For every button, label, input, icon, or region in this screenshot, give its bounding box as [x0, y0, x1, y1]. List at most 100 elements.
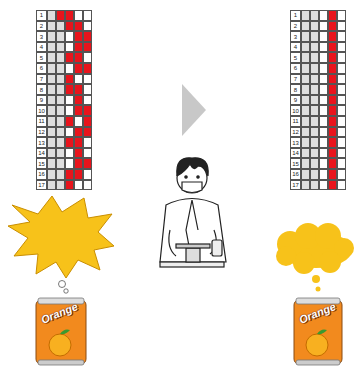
table-cell: [83, 169, 92, 180]
table-cell: [56, 148, 65, 159]
table-cell: [319, 180, 328, 191]
table-cell: [337, 105, 346, 116]
table-cell: [74, 148, 83, 159]
row-number: 5: [290, 55, 301, 61]
table-cell: [83, 31, 92, 42]
table-cell: [47, 21, 56, 32]
row-number: 16: [290, 171, 301, 177]
table-cell: [301, 31, 310, 42]
table-cell: [301, 42, 310, 53]
table-cell: [319, 10, 328, 21]
table-cell: [319, 52, 328, 63]
scientist: [160, 158, 226, 267]
table-cell: [47, 42, 56, 53]
table-cell: [310, 74, 319, 85]
table-cell: [301, 127, 310, 138]
table-cell: [328, 31, 337, 42]
table-cell: [56, 52, 65, 63]
row-number: 13: [36, 140, 47, 146]
table-cell: [319, 21, 328, 32]
table-cell: [74, 10, 83, 21]
table-cell: [328, 148, 337, 159]
table-cell: [319, 84, 328, 95]
table-cell: [337, 169, 346, 180]
table-cell: [56, 42, 65, 53]
table-cell: [328, 169, 337, 180]
sharp-taste-burst: [8, 196, 114, 293]
table-cell: [65, 158, 74, 169]
table-cell: [65, 116, 74, 127]
table-cell: [47, 63, 56, 74]
table-cell: [56, 31, 65, 42]
table-cell: [310, 63, 319, 74]
table-cell: [328, 52, 337, 63]
table-cell: [310, 21, 319, 32]
table-cell: [74, 52, 83, 63]
table-cell: [337, 116, 346, 127]
table-cell: [337, 158, 346, 169]
table-cell: [328, 116, 337, 127]
table-cell: [83, 158, 92, 169]
table-cell: [337, 10, 346, 21]
table-cell: [47, 105, 56, 116]
table-cell: [328, 158, 337, 169]
table-cell: [301, 148, 310, 159]
table-cell: [337, 127, 346, 138]
table-cell: [65, 31, 74, 42]
row-number: 16: [36, 171, 47, 177]
table-cell: [74, 116, 83, 127]
table-cell: [65, 95, 74, 106]
table-cell: [74, 95, 83, 106]
table-cell: [83, 74, 92, 85]
row-number: 7: [290, 76, 301, 82]
table-cell: [337, 180, 346, 191]
row-number: 10: [290, 108, 301, 114]
row-number: 15: [290, 161, 301, 167]
table-cell: [47, 137, 56, 148]
table-cell: [56, 180, 65, 191]
table-cell: [328, 95, 337, 106]
table-cell: [83, 52, 92, 63]
table-cell: [65, 74, 74, 85]
table-cell: [65, 180, 74, 191]
table-cell: [74, 42, 83, 53]
table-cell: [301, 74, 310, 85]
row-number: 17: [290, 182, 301, 188]
table-cell: [319, 42, 328, 53]
table-cell: [65, 127, 74, 138]
row-number: 10: [36, 108, 47, 114]
table-cell: [83, 10, 92, 21]
table-cell: [328, 63, 337, 74]
table-cell: [56, 169, 65, 180]
table-cell: [47, 180, 56, 191]
row-number: 8: [290, 87, 301, 93]
table-cell: [328, 127, 337, 138]
table-cell: [328, 42, 337, 53]
table-cell: [47, 169, 56, 180]
row-number: 9: [36, 97, 47, 103]
row-number: 12: [36, 129, 47, 135]
table-cell: [310, 127, 319, 138]
table-cell: [319, 169, 328, 180]
table-cell: [337, 42, 346, 53]
row-number: 8: [36, 87, 47, 93]
table-cell: [319, 63, 328, 74]
table-cell: [47, 31, 56, 42]
table-cell: [319, 95, 328, 106]
row-number: 13: [290, 140, 301, 146]
table-cell: [74, 158, 83, 169]
table-cell: [337, 137, 346, 148]
table-cell: [56, 84, 65, 95]
table-cell: [83, 84, 92, 95]
row-number: 12: [290, 129, 301, 135]
table-cell: [56, 127, 65, 138]
table-cell: [47, 127, 56, 138]
table-cell: [83, 42, 92, 53]
row-number: 17: [36, 182, 47, 188]
table-cell: [310, 148, 319, 159]
table-cell: [337, 95, 346, 106]
table-cell: [56, 158, 65, 169]
table-cell: [56, 74, 65, 85]
row-number: 4: [290, 44, 301, 50]
table-cell: [83, 180, 92, 191]
